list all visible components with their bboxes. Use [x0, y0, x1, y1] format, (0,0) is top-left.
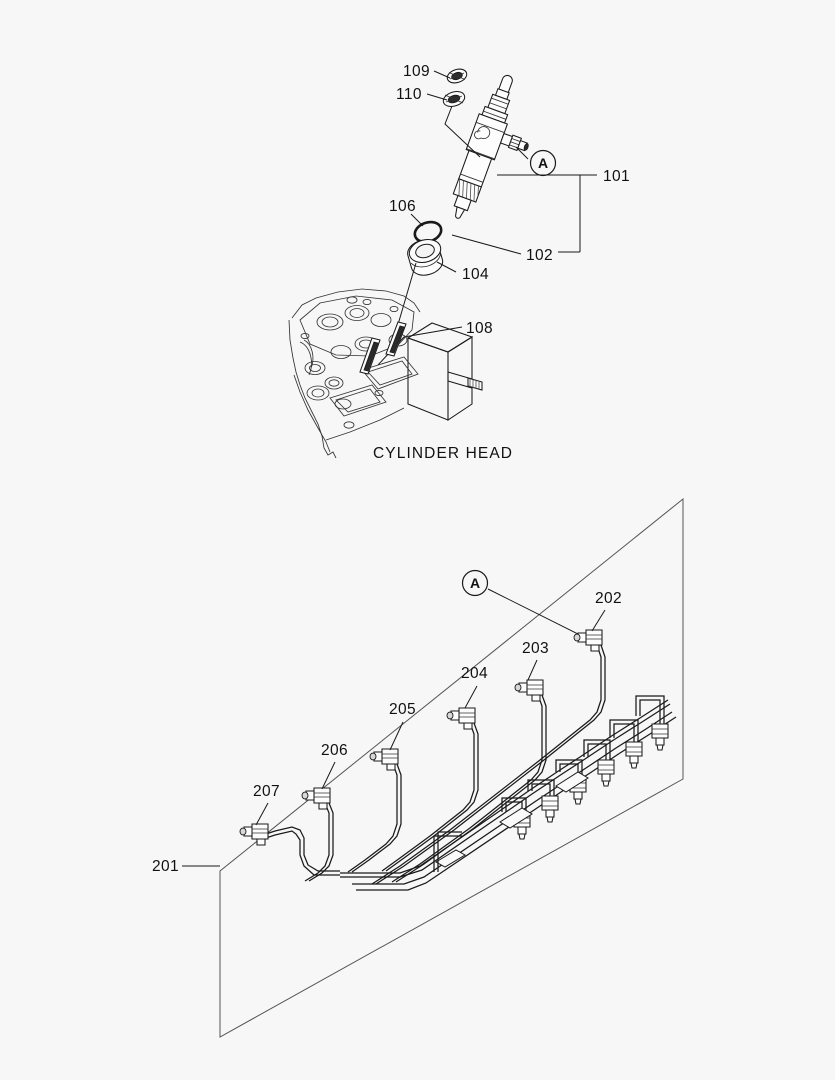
injection-pipe-assembly-group: 201 A 202	[152, 497, 684, 1038]
leader-108	[377, 326, 463, 366]
injection-pipe-206	[301, 787, 334, 882]
leader-207	[255, 802, 269, 826]
callout-110: 110	[396, 86, 422, 103]
injection-pipe-207	[239, 823, 340, 876]
leader-204	[464, 685, 478, 709]
fuel-injector-body	[452, 75, 529, 219]
leader-106	[410, 213, 424, 227]
reference-marker-a-lower: A	[461, 569, 585, 638]
svg-text:A: A	[470, 575, 480, 591]
stud-bolt-108-a	[359, 337, 381, 375]
leader-104	[436, 261, 457, 273]
injection-pipe-204	[381, 707, 479, 872]
callout-203: 203	[522, 640, 549, 657]
bracket-101	[497, 174, 597, 253]
leader-washer-to-body	[444, 105, 481, 158]
pipe-clamp-brackets	[435, 771, 589, 868]
seal-104-icon	[407, 239, 444, 276]
reference-marker-a-upper: A	[515, 146, 557, 177]
leader-203	[527, 659, 538, 681]
callout-109: 109	[403, 63, 430, 80]
injection-pipe-202	[371, 629, 606, 885]
leader-109	[433, 70, 451, 79]
leader-205	[389, 721, 404, 751]
callout-202: 202	[595, 590, 622, 607]
injector-assembly-group: A	[288, 63, 630, 462]
pipe-bundle-run	[340, 699, 677, 891]
injection-pipe-205	[347, 748, 402, 873]
leader-110	[426, 93, 448, 101]
washer-110-icon	[442, 91, 466, 107]
callout-101: 101	[603, 168, 630, 185]
callout-108: 108	[466, 320, 493, 337]
pipe-riser-loops	[501, 695, 665, 814]
callout-205: 205	[389, 701, 416, 718]
leader-202	[591, 609, 606, 632]
callout-201: 201	[152, 858, 179, 875]
callout-207: 207	[253, 783, 280, 800]
assembly-panel-outline	[219, 497, 684, 1038]
stud-bolt-108-b	[385, 321, 407, 357]
callout-206: 206	[321, 742, 348, 759]
cylinder-head-illustration	[288, 288, 483, 459]
callout-104: 104	[462, 266, 489, 283]
cylinder-head-caption: CYLINDER HEAD	[373, 445, 513, 462]
callout-204: 204	[461, 665, 488, 682]
svg-text:A: A	[538, 155, 548, 171]
callout-102: 102	[526, 247, 553, 264]
pipe-end-fittings-group	[513, 723, 669, 840]
pipe-rear-loop	[433, 831, 462, 872]
callout-106: 106	[389, 198, 416, 215]
leader-102	[451, 234, 522, 255]
washer-109-icon	[446, 68, 468, 84]
leader-206	[321, 761, 336, 790]
